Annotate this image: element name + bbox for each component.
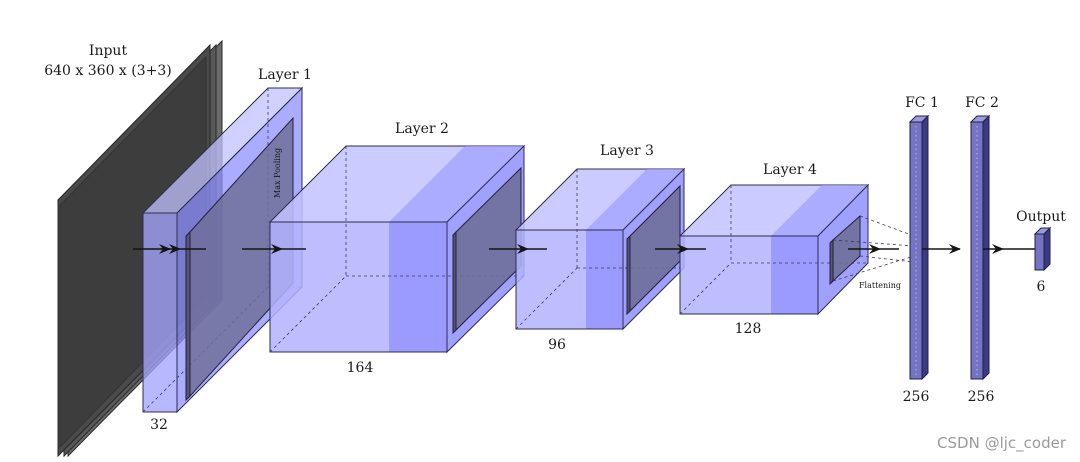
layer3-title: Layer 3 <box>600 143 654 159</box>
fc2-title: FC 2 <box>965 95 999 111</box>
layer1-title: Layer 1 <box>258 67 312 83</box>
fc2-bar <box>969 114 991 381</box>
fc1-title: FC 1 <box>905 95 939 111</box>
layer2-size: 164 <box>347 360 374 376</box>
layer3-block <box>514 167 686 331</box>
layer1-block <box>141 86 304 414</box>
output-size: 6 <box>1037 279 1046 295</box>
output-title: Output <box>1016 209 1066 225</box>
layer4-block <box>678 183 870 316</box>
input-title: Input <box>89 43 128 59</box>
flatten-lines <box>832 215 915 282</box>
fc1-size: 256 <box>903 389 930 405</box>
layer1-size: 32 <box>150 417 168 433</box>
fc1-bar <box>908 114 930 381</box>
output-block <box>1033 226 1052 272</box>
fc2-size: 256 <box>968 389 995 405</box>
layer2-block <box>268 144 526 354</box>
input-dims: 640 x 360 x (3+3) <box>44 63 172 79</box>
layer4-size: 128 <box>735 321 762 337</box>
layer2-title: Layer 2 <box>395 121 449 137</box>
layer1-pool-label: Max Pooling <box>273 148 282 198</box>
input-plates <box>57 39 223 458</box>
watermark: CSDN @ljc_coder <box>937 434 1067 453</box>
layer3-size: 96 <box>548 337 566 353</box>
flatten-label: Flattening <box>859 281 901 290</box>
layer4-title: Layer 4 <box>763 162 817 178</box>
